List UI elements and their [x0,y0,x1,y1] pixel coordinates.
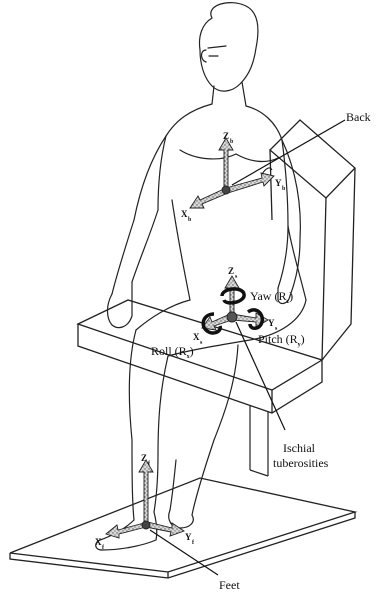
back-axis-arrows [190,138,274,208]
back-z-arrow [219,138,233,192]
feet-y-label: Y [185,532,192,542]
back-x-sub: b [188,217,192,223]
feet-y-sub: f [192,540,195,546]
feet-x-arrow [106,523,146,538]
back-z-label: Z [223,131,229,141]
feet-z-label: Z [141,453,147,463]
ischial-label-line1: Ischial [283,441,316,455]
seat-z-label: Z [228,266,234,276]
back-z-sub: b [230,139,234,145]
back-y-sub: b [282,186,286,192]
feet-pointer-line [150,530,218,575]
feet-x-label: X [95,537,102,547]
yaw-label: Yaw (Rz) [250,289,293,305]
feet-y-arrow [146,522,184,536]
back-y-arrow [226,173,274,193]
ischial-label-line2: tuberosities [273,456,329,470]
seat-y-label: Y [268,318,275,328]
feet-label: Feet [219,578,240,592]
feet-z-arrow [139,460,153,524]
back-label: Back [346,110,371,124]
seat-pan [78,300,322,413]
back-y-label: Y [275,178,282,188]
seat-z-arrow [225,276,239,316]
seat-x-sub: s [200,340,203,346]
seat-x-label: X [193,332,200,342]
feet-z-sub: f [148,461,151,467]
seat-support [250,405,268,476]
pitch-label: Pitch (Ry) [258,332,305,348]
back-x-label: X [181,209,188,219]
seat-z-sub: s [235,274,238,280]
feet-axis-arrows [106,460,184,538]
back-pointer-line [232,120,345,185]
